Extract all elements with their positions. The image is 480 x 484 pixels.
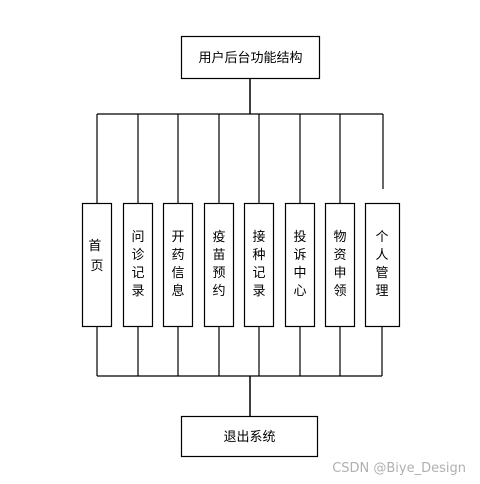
module-6: 投诉中心 (284, 114, 316, 376)
module-4-char-1: 疫 (212, 229, 225, 245)
module-1-char-1: 首 (88, 239, 101, 254)
module-4-char-3: 预 (212, 266, 225, 281)
module-label: 首 页 (88, 239, 105, 274)
module-box (81, 202, 113, 328)
module-label: 疫苗预约 (212, 229, 225, 299)
module-8-char-4: 理 (375, 284, 388, 299)
module-6-char-2: 诉 (293, 248, 306, 263)
module-5-char-3: 记 (252, 266, 265, 281)
module-7-char-2: 资 (333, 248, 346, 263)
module-2: 问诊记录 (122, 114, 154, 376)
module-4-char-4: 约 (212, 284, 225, 299)
module-label: 接种记录 (252, 229, 265, 299)
module-box (364, 202, 401, 328)
module-3-char-3: 信 (171, 266, 184, 281)
module-3-char-4: 息 (171, 283, 184, 299)
module-box (243, 202, 275, 328)
module-5-char-4: 录 (252, 284, 265, 299)
module-label: 物资申领 (333, 230, 346, 299)
module-8-char-1: 个 (375, 230, 388, 245)
module-7-char-3: 申 (333, 266, 346, 281)
module-5: 接种记录 (243, 114, 275, 376)
module-box (324, 202, 356, 328)
module-4: 疫苗预约 (203, 114, 235, 376)
exit-label: 退出系统 (223, 430, 275, 445)
module-3: 开药信息 (162, 114, 194, 376)
module-8: 个人管理 (364, 114, 401, 376)
watermark: CSDN @Biye_Design (332, 461, 466, 476)
module-label: 个人管理 (375, 230, 388, 299)
module-7: 物资申领 (324, 114, 356, 376)
module-label: 开药信息 (171, 230, 184, 299)
module-6-char-4: 心 (293, 284, 306, 299)
module-3-char-2: 药 (171, 248, 184, 263)
module-6-char-1: 投 (293, 229, 306, 245)
module-2-char-2: 诊 (131, 248, 144, 263)
root-box (180, 35, 321, 80)
exit-node: 退出系统 (180, 415, 319, 458)
module-8-char-3: 管 (375, 266, 388, 281)
module-5-char-2: 种 (252, 248, 265, 263)
module-2-char-4: 录 (131, 284, 144, 299)
exit-box (180, 415, 319, 458)
module-1-char-2: 页 (90, 259, 103, 274)
module-box (122, 202, 154, 328)
module-3-char-1: 开 (171, 230, 184, 245)
module-5-char-1: 接 (252, 229, 265, 245)
module-7-char-1: 物 (333, 230, 346, 245)
module-6-char-3: 中 (293, 266, 306, 281)
module-8-char-2: 人 (375, 248, 388, 263)
root-label: 用户后台功能结构 (198, 50, 302, 66)
module-box (162, 202, 194, 328)
module-4-char-2: 苗 (212, 248, 225, 263)
module-box (284, 202, 316, 328)
module-box (203, 202, 235, 328)
module-label: 问诊记录 (131, 230, 144, 299)
module-1: 首 页 (81, 114, 113, 376)
root-node: 用户后台功能结构 (180, 35, 321, 80)
module-2-char-3: 记 (131, 266, 144, 281)
module-2-char-1: 问 (131, 230, 144, 245)
module-label: 投诉中心 (293, 229, 306, 299)
module-7-char-4: 领 (333, 284, 346, 299)
